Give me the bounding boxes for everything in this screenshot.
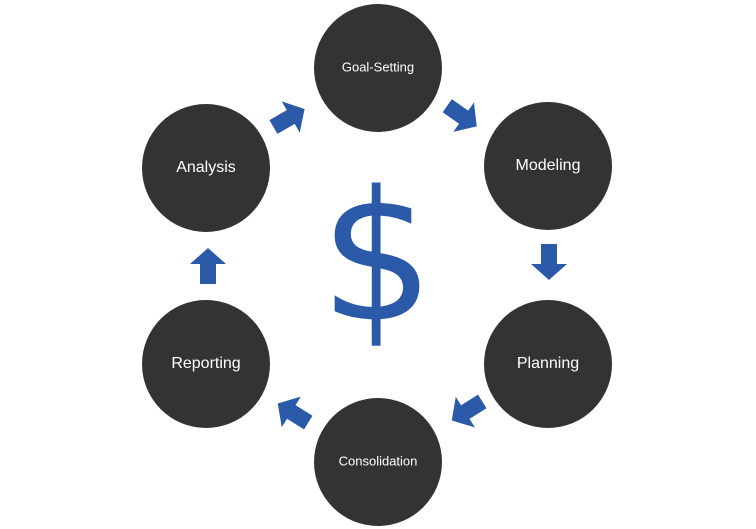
node-goal-setting: Goal-Setting bbox=[314, 4, 442, 132]
node-label-reporting: Reporting bbox=[171, 355, 240, 372]
node-planning: Planning bbox=[484, 300, 612, 428]
arrow-planning-to-consolidation bbox=[442, 386, 492, 436]
node-label-goal-setting: Goal-Setting bbox=[342, 59, 414, 74]
node-label-modeling: Modeling bbox=[516, 157, 581, 174]
node-label-analysis: Analysis bbox=[176, 159, 236, 176]
arrow-analysis-to-goal-setting bbox=[264, 93, 314, 143]
node-analysis: Analysis bbox=[142, 104, 270, 232]
arrow-modeling-to-planning bbox=[531, 244, 567, 280]
node-reporting: Reporting bbox=[142, 300, 270, 428]
node-consolidation: Consolidation bbox=[314, 398, 442, 526]
node-label-planning: Planning bbox=[517, 355, 579, 372]
node-label-consolidation: Consolidation bbox=[339, 453, 418, 468]
node-modeling: Modeling bbox=[484, 102, 612, 230]
dollar-symbol: $ bbox=[320, 153, 435, 362]
arrow-consolidation-to-reporting bbox=[268, 388, 318, 438]
arrow-goal-setting-to-modeling bbox=[436, 90, 488, 142]
arrow-reporting-to-analysis bbox=[190, 248, 226, 284]
